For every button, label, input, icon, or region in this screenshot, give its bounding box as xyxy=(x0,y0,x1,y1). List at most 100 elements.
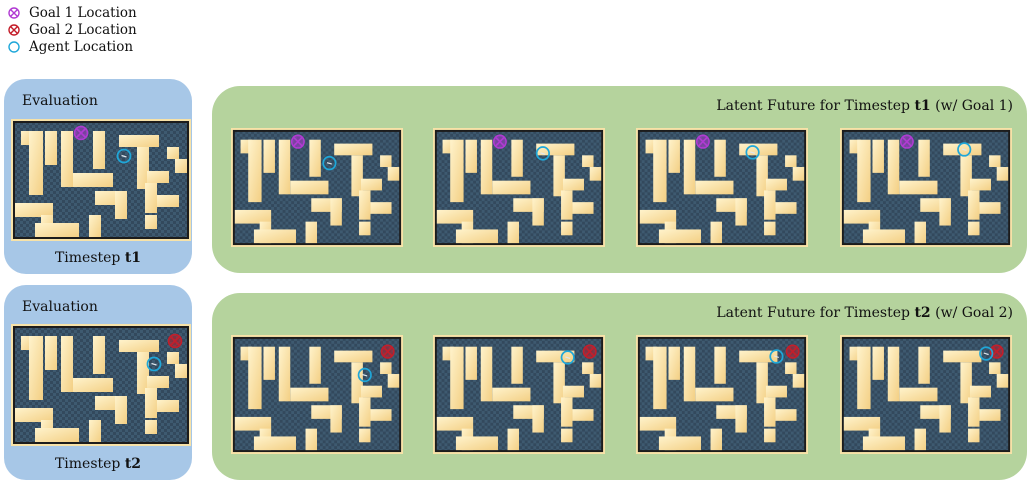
maze-wall xyxy=(997,374,1008,388)
maze-wall xyxy=(45,336,57,370)
maze-wall xyxy=(857,347,870,409)
maze-wall xyxy=(668,347,679,380)
maze-wall xyxy=(115,396,127,424)
maze-wall xyxy=(115,191,127,219)
maze-wall xyxy=(450,140,463,202)
goal-marker-icon xyxy=(382,345,394,358)
maze-wall xyxy=(711,429,722,450)
maze-wall xyxy=(980,202,1001,214)
goal-2-marker-icon xyxy=(8,24,20,36)
maze-wall xyxy=(147,376,169,388)
maze-frame-future-t2-2 xyxy=(433,335,605,454)
maze-wall xyxy=(915,429,926,450)
maze-wall xyxy=(684,140,695,195)
maze-wall xyxy=(785,362,796,374)
maze-wall xyxy=(119,340,159,352)
maze-frame-evaluation-t1 xyxy=(11,119,191,241)
maze-wall xyxy=(532,405,543,432)
maze-wall xyxy=(388,167,399,181)
maze-wall xyxy=(380,155,391,167)
maze-wall xyxy=(863,229,905,243)
maze-wall xyxy=(857,140,870,202)
maze-wall xyxy=(89,215,101,237)
maze-wall xyxy=(508,222,519,243)
maze-wall xyxy=(145,215,157,229)
maze-wall xyxy=(45,131,57,165)
maze-wall xyxy=(361,386,382,398)
maze-wall xyxy=(659,229,701,243)
maze-wall xyxy=(968,222,979,236)
maze-wall xyxy=(939,405,950,432)
maze-wall xyxy=(450,347,463,409)
maze-wall xyxy=(73,378,113,392)
maze-wall xyxy=(157,195,179,207)
maze-wall xyxy=(899,181,937,195)
maze-frame-future-t2-1 xyxy=(231,335,403,454)
timestep-caption-t2: Timestep t2 xyxy=(4,456,192,472)
maze-wall xyxy=(844,417,880,431)
maze-wall xyxy=(359,429,370,443)
maze-wall xyxy=(640,417,676,431)
maze-wall xyxy=(918,140,929,177)
maze-wall xyxy=(915,222,926,243)
maze-wall xyxy=(359,190,370,219)
maze-wall xyxy=(309,347,320,384)
maze-wall xyxy=(582,362,593,374)
maze-wall xyxy=(73,173,113,187)
maze-wall xyxy=(175,364,187,378)
maze-wall xyxy=(254,229,296,243)
maze-wall xyxy=(330,405,341,432)
maze-wall xyxy=(279,347,290,402)
maze-frame-future-t1-4 xyxy=(840,128,1012,247)
maze-wall xyxy=(492,388,530,402)
maze-wall xyxy=(456,436,498,450)
maze-wall xyxy=(361,179,382,191)
maze-wall xyxy=(844,210,880,224)
maze-frame-future-t2-4 xyxy=(840,335,1012,454)
maze-wall xyxy=(766,386,787,398)
maze-wall xyxy=(653,347,666,409)
maze-wall xyxy=(668,140,679,173)
maze-wall xyxy=(61,131,73,187)
maze-wall xyxy=(157,400,179,412)
goal-marker-icon xyxy=(901,135,913,148)
maze-wall xyxy=(508,429,519,450)
maze-wall xyxy=(371,202,392,214)
legend-item-goal-2: Goal 2 Location xyxy=(8,21,137,38)
maze-wall xyxy=(330,198,341,225)
legend-label: Agent Location xyxy=(29,39,133,55)
maze-wall xyxy=(89,420,101,442)
maze-wall xyxy=(29,336,43,400)
legend-item-goal-1: Goal 1 Location xyxy=(8,4,137,21)
maze-wall xyxy=(380,362,391,374)
maze-wall xyxy=(492,181,530,195)
evaluation-title: Evaluation xyxy=(22,93,98,109)
maze-wall xyxy=(684,347,695,402)
maze-wall xyxy=(334,144,372,156)
goal-marker-icon xyxy=(697,135,709,148)
goal-1-marker-icon xyxy=(8,7,20,19)
goal-marker-icon xyxy=(292,135,304,148)
maze-wall xyxy=(359,397,370,426)
maze-wall xyxy=(145,420,157,434)
maze-wall xyxy=(235,210,271,224)
maze-wall xyxy=(764,222,775,236)
maze-wall xyxy=(35,223,79,237)
maze-wall xyxy=(590,167,601,181)
maze-wall xyxy=(290,181,328,195)
maze-wall xyxy=(147,171,169,183)
maze-wall xyxy=(309,140,320,177)
maze-wall xyxy=(93,131,105,169)
maze-wall xyxy=(456,229,498,243)
maze-wall xyxy=(15,203,53,217)
maze-wall xyxy=(997,167,1008,181)
maze-wall xyxy=(388,374,399,388)
maze-wall xyxy=(263,140,274,173)
maze-wall xyxy=(968,397,979,426)
maze-wall xyxy=(511,140,522,177)
maze-wall xyxy=(785,155,796,167)
goal-marker-icon xyxy=(169,335,182,348)
maze-wall xyxy=(863,436,905,450)
maze-wall xyxy=(561,190,572,219)
maze-wall xyxy=(437,210,473,224)
